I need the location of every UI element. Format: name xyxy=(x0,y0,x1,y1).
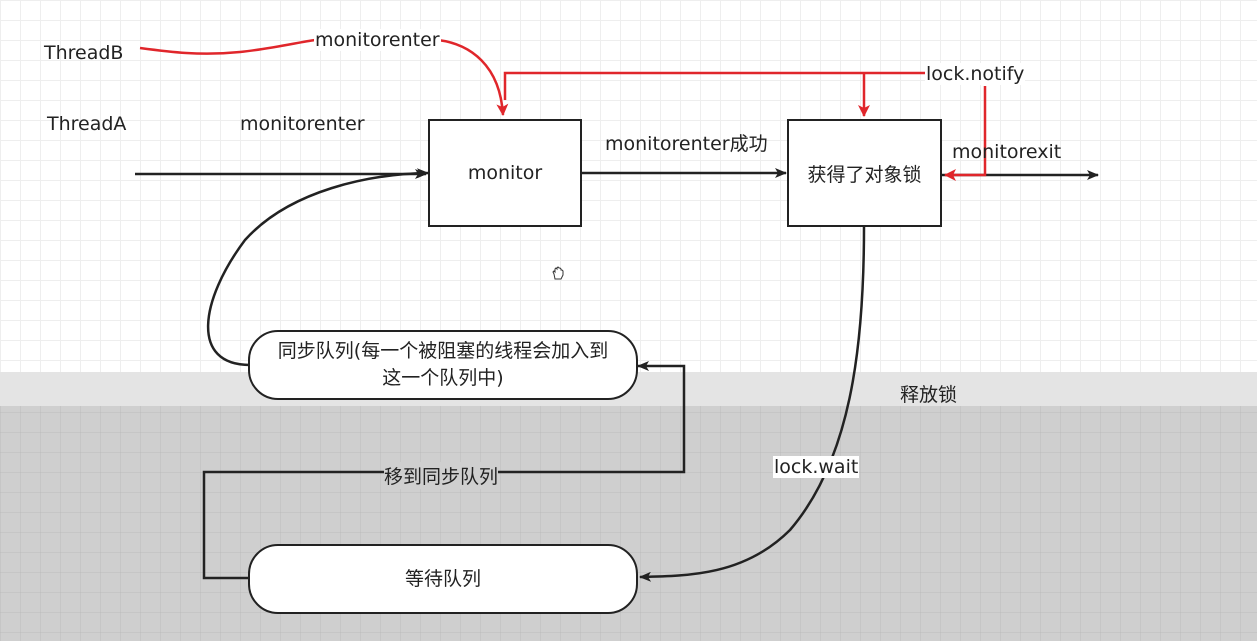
sync-queue-to-monitor-arrow xyxy=(206,168,429,367)
monitorenter-b-label: monitorenter xyxy=(314,29,441,51)
lock-notify-label: lock.notify xyxy=(925,63,1026,85)
monitor-node-label: monitor xyxy=(467,162,543,184)
monitorenter-a-label: monitorenter xyxy=(240,113,365,135)
hand-cursor-icon xyxy=(551,266,565,283)
lower-gray-region xyxy=(0,372,1257,641)
release-lock-label: 释放锁 xyxy=(900,384,958,406)
lock-wait-arrow xyxy=(639,226,866,582)
lock-notify-bracket xyxy=(503,71,925,100)
monitorenter-success-label: monitorenter成功 xyxy=(605,133,768,155)
sync-queue-node: 同步队列(每一个被阻塞的线程会加入到 这一个队列中) xyxy=(248,330,638,400)
threadb-monitorenter-arrow xyxy=(437,38,509,116)
wait-queue-node-label: 等待队列 xyxy=(404,567,481,590)
sync-queue-line2: 这一个队列中) xyxy=(382,367,504,389)
monitor-node: monitor xyxy=(428,119,582,227)
lock-notify-return-arrow xyxy=(944,86,987,181)
wait-queue-node: 等待队列 xyxy=(248,544,638,614)
acquired-lock-node: 获得了对象锁 xyxy=(787,119,942,227)
acquired-lock-node-label: 获得了对象锁 xyxy=(807,163,922,186)
move-to-sync-queue-label: 移到同步队列 xyxy=(384,462,499,489)
lock-wait-label: lock.wait xyxy=(773,456,860,478)
sync-queue-line1: 同步队列(每一个被阻塞的线程会加入到 xyxy=(277,340,609,362)
threadb-label: ThreadB xyxy=(44,42,124,64)
threada-label: ThreadA xyxy=(47,113,127,135)
threadb-squiggle xyxy=(139,38,316,55)
monitorexit-label: monitorexit xyxy=(952,141,1062,163)
